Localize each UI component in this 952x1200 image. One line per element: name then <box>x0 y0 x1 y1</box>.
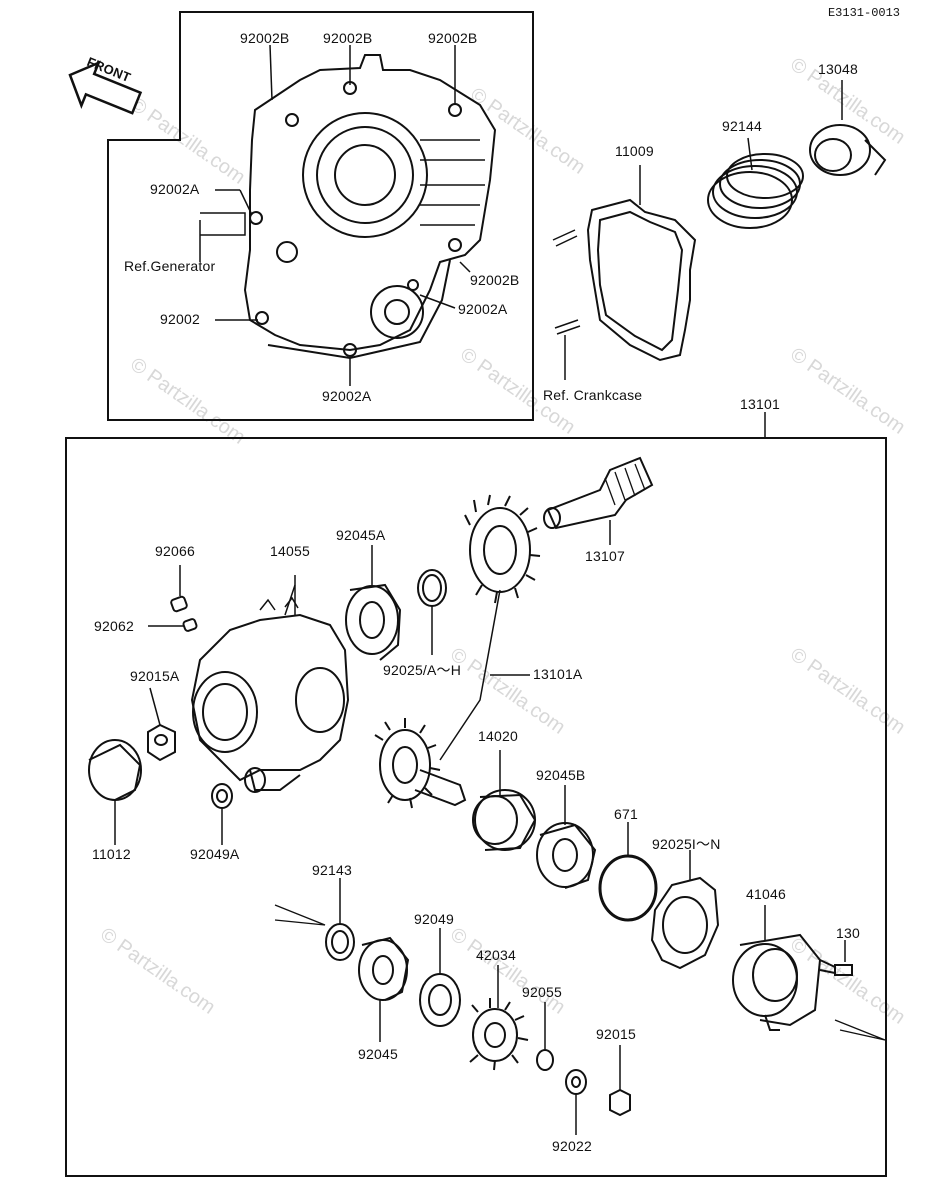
part-label-92015a: 92015A <box>130 668 180 684</box>
part-label-92002a: 92002A <box>150 181 200 197</box>
part-label-130: 130 <box>836 925 860 941</box>
part-label-13101a: 13101A <box>533 666 583 682</box>
part-label-92055: 92055 <box>522 984 562 1000</box>
part-label-11012: 11012 <box>92 846 131 862</box>
part-label-92066: 92066 <box>155 543 195 559</box>
part-label-92002b: 92002B <box>323 30 373 46</box>
part-label-92002b: 92002B <box>428 30 478 46</box>
cap-11012-drawing <box>88 739 142 845</box>
nut-92015a-drawing <box>147 687 176 762</box>
part-label-14020: 14020 <box>478 728 518 744</box>
shaft-13107-drawing <box>543 456 654 545</box>
assembly-frame <box>65 437 887 1177</box>
part-label-13048: 13048 <box>818 61 858 77</box>
bearing-92045a-drawing <box>345 545 402 661</box>
gasket-11009-drawing <box>552 165 697 380</box>
part-label-11009: 11009 <box>615 143 654 159</box>
part-label-41046: 41046 <box>746 886 786 902</box>
housing-14055-drawing <box>190 575 350 793</box>
spring-92144-drawing <box>707 137 804 229</box>
pinion-gear-drawing <box>374 718 467 809</box>
part-label-92002a: 92002A <box>458 301 508 317</box>
part-label-13101: 13101 <box>740 396 780 412</box>
cup-14020-drawing <box>472 750 537 851</box>
joint-41046-drawing <box>732 905 822 1031</box>
part-label-92025in: 92025I～N <box>652 836 721 852</box>
part-label-92049a: 92049A <box>190 846 240 862</box>
part-label-92045a: 92045A <box>336 527 386 543</box>
part-label-92062: 92062 <box>94 618 134 634</box>
gear-42034-drawing <box>469 965 529 1071</box>
diagram-code: E3131-0013 <box>827 6 900 20</box>
cam-13048-drawing <box>809 80 887 176</box>
part-label-92015: 92015 <box>596 1026 636 1042</box>
part-label-14055: 14055 <box>270 543 310 559</box>
cover-frame <box>107 11 534 421</box>
part-label-92002: 92002 <box>160 311 200 327</box>
part-label-92049: 92049 <box>414 911 454 927</box>
part-label-92045: 92045 <box>358 1046 398 1062</box>
part-label-92002b: 92002B <box>470 272 520 288</box>
shim-plate-92025in-drawing <box>650 850 720 970</box>
o-ring-671-drawing <box>598 822 658 922</box>
front-arrow-icon <box>68 60 143 115</box>
gear-13101a-drawing <box>439 494 541 761</box>
part-label-671: 671 <box>614 806 638 822</box>
engine-cover-drawing <box>200 54 497 360</box>
part-label-92143: 92143 <box>312 862 352 878</box>
ref-crankcase-label: Ref. Crankcase <box>543 387 643 403</box>
ref-generator-label: Ref.Generator <box>124 258 216 274</box>
part-label-92002a: 92002A <box>322 388 372 404</box>
part-label-42034: 42034 <box>476 947 516 963</box>
shim-92025ah-drawing <box>417 569 447 655</box>
part-label-92022: 92022 <box>552 1138 592 1154</box>
part-label-92144: 92144 <box>722 118 762 134</box>
part-label-13107: 13107 <box>585 548 625 564</box>
bearing-92045b-drawing <box>536 785 597 889</box>
part-label-92002b: 92002B <box>240 30 290 46</box>
bearing-92045-drawing <box>358 936 410 1042</box>
part-label-92045b: 92045B <box>536 767 586 783</box>
part-label-92025ah: 92025/A～H <box>383 662 462 678</box>
